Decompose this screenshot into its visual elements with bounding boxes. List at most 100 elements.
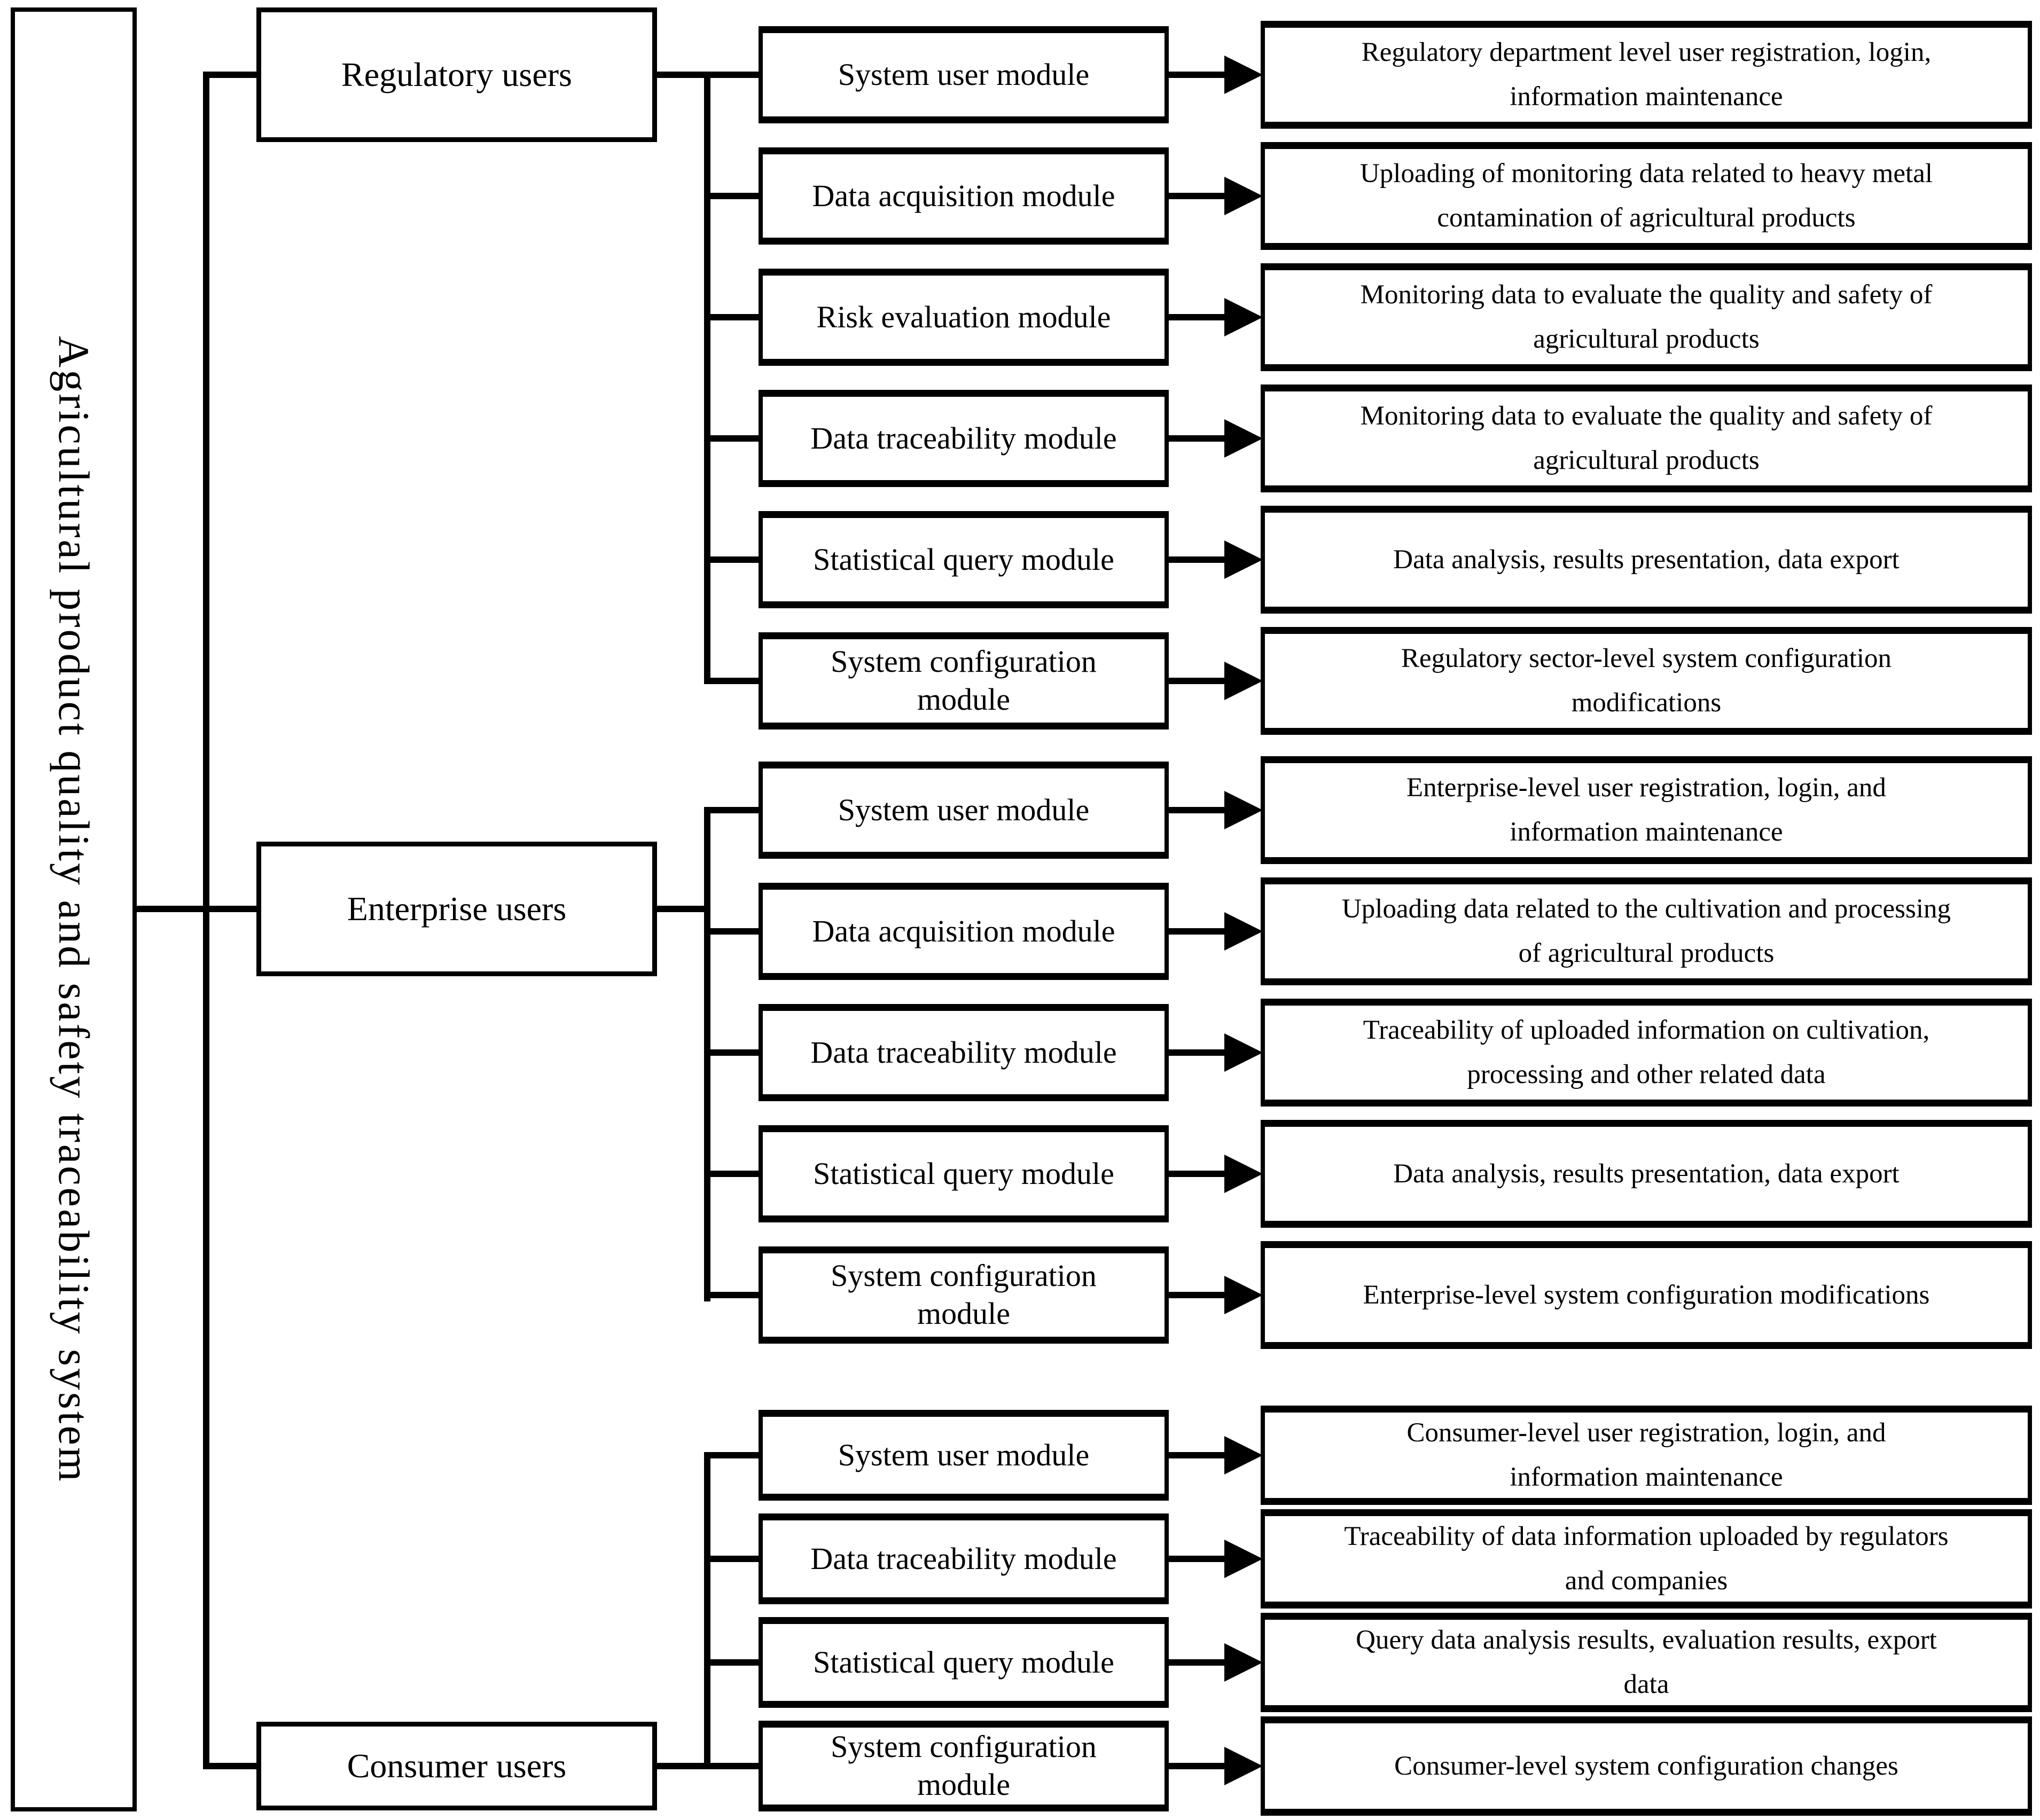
- arrow-head-icon: [1224, 1747, 1263, 1785]
- arrow-line: [1164, 1292, 1232, 1298]
- module-box: Data acquisition module: [759, 147, 1169, 245]
- connector-regulatory-elbow: [655, 72, 710, 78]
- arrow-line: [1164, 1556, 1232, 1562]
- connector-line: [704, 556, 763, 563]
- connector-line: [704, 1556, 763, 1562]
- module-box: System user module: [759, 1410, 1169, 1501]
- group-box-consumer: Consumer users: [256, 1722, 657, 1810]
- description-text: Data analysis, results presentation, dat…: [1393, 1158, 1900, 1189]
- module-label: System user module: [838, 1437, 1090, 1472]
- arrow-head-icon: [1224, 298, 1263, 336]
- arrow-line: [1164, 1049, 1232, 1056]
- elbow-line-consumer: [704, 1452, 710, 1769]
- description-box: Consumer-level system configuration chan…: [1261, 1716, 2032, 1816]
- arrow-head-icon: [1224, 1436, 1263, 1474]
- description-text: Uploading of monitoring data related to …: [1359, 159, 1933, 233]
- description-box: Uploading data related to the cultivatio…: [1261, 877, 2032, 985]
- arrow-line: [1164, 314, 1232, 320]
- arrow-head-icon: [1224, 912, 1263, 951]
- arrow-head-icon: [1224, 419, 1263, 458]
- group-label-consumer: Consumer users: [347, 1747, 567, 1785]
- description-box: Data analysis, results presentation, dat…: [1261, 1120, 2032, 1228]
- trunk-line: [203, 72, 209, 1769]
- connector-line: [704, 1171, 763, 1177]
- description-text: Query data analysis results, evaluation …: [1356, 1625, 1937, 1699]
- module-label: System configuration module: [831, 1258, 1097, 1331]
- description-text: Monitoring data to evaluate the quality …: [1360, 280, 1933, 354]
- connector-root-to-trunk: [135, 906, 256, 912]
- arrow-head-icon: [1224, 177, 1263, 215]
- description-box: Uploading of monitoring data related to …: [1261, 142, 2032, 250]
- connector-enterprise-elbow: [655, 906, 710, 912]
- description-box: Regulatory department level user registr…: [1261, 21, 2032, 129]
- module-label: System user module: [838, 57, 1090, 92]
- arrow-head-icon: [1224, 540, 1263, 579]
- description-box: Traceability of data information uploade…: [1261, 1509, 2032, 1609]
- module-box: Risk evaluation module: [759, 269, 1169, 366]
- arrow-line: [1164, 678, 1232, 684]
- module-box: Data traceability module: [759, 1004, 1169, 1101]
- module-label: Statistical query module: [813, 1644, 1114, 1680]
- root-system-box: Agricultural product quality and safety …: [11, 7, 137, 1811]
- module-box: System configuration module: [759, 1246, 1169, 1344]
- connector-line: [704, 193, 763, 199]
- module-label: System configuration module: [831, 1729, 1097, 1802]
- arrow-head-icon: [1224, 1276, 1263, 1314]
- arrow-line: [1164, 193, 1232, 199]
- connector-line: [704, 72, 763, 78]
- description-box: Query data analysis results, evaluation …: [1261, 1613, 2032, 1712]
- description-box: Consumer-level user registration, login,…: [1261, 1406, 2032, 1505]
- connector-line: [704, 928, 763, 935]
- arrow-line: [1164, 1763, 1232, 1769]
- module-box: System user module: [759, 26, 1169, 123]
- connector-line: [704, 1292, 763, 1298]
- connector-line: [704, 1763, 763, 1769]
- group-box-enterprise: Enterprise users: [256, 842, 657, 976]
- connector-line: [704, 314, 763, 320]
- arrow-line: [1164, 807, 1232, 813]
- group-label-regulatory: Regulatory users: [341, 56, 572, 93]
- description-box: Data analysis, results presentation, dat…: [1261, 506, 2032, 614]
- description-text: Regulatory department level user registr…: [1361, 37, 1932, 112]
- module-box: System configuration module: [759, 1721, 1169, 1811]
- module-label: Data traceability module: [810, 1034, 1117, 1070]
- arrow-line: [1164, 1171, 1232, 1177]
- arrow-line: [1164, 556, 1232, 563]
- description-box: Traceability of uploaded information on …: [1261, 999, 2032, 1107]
- connector-line: [704, 678, 763, 684]
- connector-line: [704, 1452, 763, 1458]
- connector-line: [704, 1049, 763, 1056]
- module-box: Statistical query module: [759, 1617, 1169, 1708]
- root-system-title: Agricultural product quality and safety …: [50, 335, 98, 1484]
- module-label: Statistical query module: [813, 1156, 1114, 1191]
- arrow-line: [1164, 1452, 1232, 1458]
- module-box: System configuration module: [759, 632, 1169, 729]
- description-box: Monitoring data to evaluate the quality …: [1261, 385, 2032, 492]
- arrow-line: [1164, 928, 1232, 935]
- branch-regulatory: [203, 72, 256, 78]
- module-label: System user module: [838, 792, 1090, 827]
- arrow-head-icon: [1224, 1155, 1263, 1193]
- branch-consumer: [203, 1763, 256, 1769]
- connector-line: [704, 435, 763, 442]
- module-label: Data traceability module: [810, 420, 1117, 456]
- description-text: Consumer-level system configuration chan…: [1394, 1751, 1898, 1781]
- group-label-enterprise: Enterprise users: [347, 890, 567, 928]
- description-box: Enterprise-level system configuration mo…: [1261, 1241, 2032, 1349]
- connector-consumer-elbow: [655, 1763, 710, 1769]
- arrow-line: [1164, 1659, 1232, 1666]
- module-label: System configuration module: [831, 644, 1097, 717]
- arrow-head-icon: [1224, 662, 1263, 700]
- description-text: Regulatory sector-level system configura…: [1401, 644, 1892, 718]
- module-label: Statistical query module: [813, 542, 1114, 577]
- module-label: Risk evaluation module: [816, 299, 1111, 334]
- description-text: Data analysis, results presentation, dat…: [1393, 544, 1900, 575]
- description-text: Traceability of uploaded information on …: [1363, 1015, 1930, 1089]
- description-text: Monitoring data to evaluate the quality …: [1360, 401, 1933, 475]
- module-box: Data traceability module: [759, 390, 1169, 487]
- arrow-head-icon: [1224, 56, 1263, 94]
- group-box-regulatory: Regulatory users: [256, 7, 657, 142]
- description-text: Uploading data related to the cultivatio…: [1341, 894, 1951, 968]
- description-text: Enterprise-level system configuration mo…: [1363, 1280, 1930, 1310]
